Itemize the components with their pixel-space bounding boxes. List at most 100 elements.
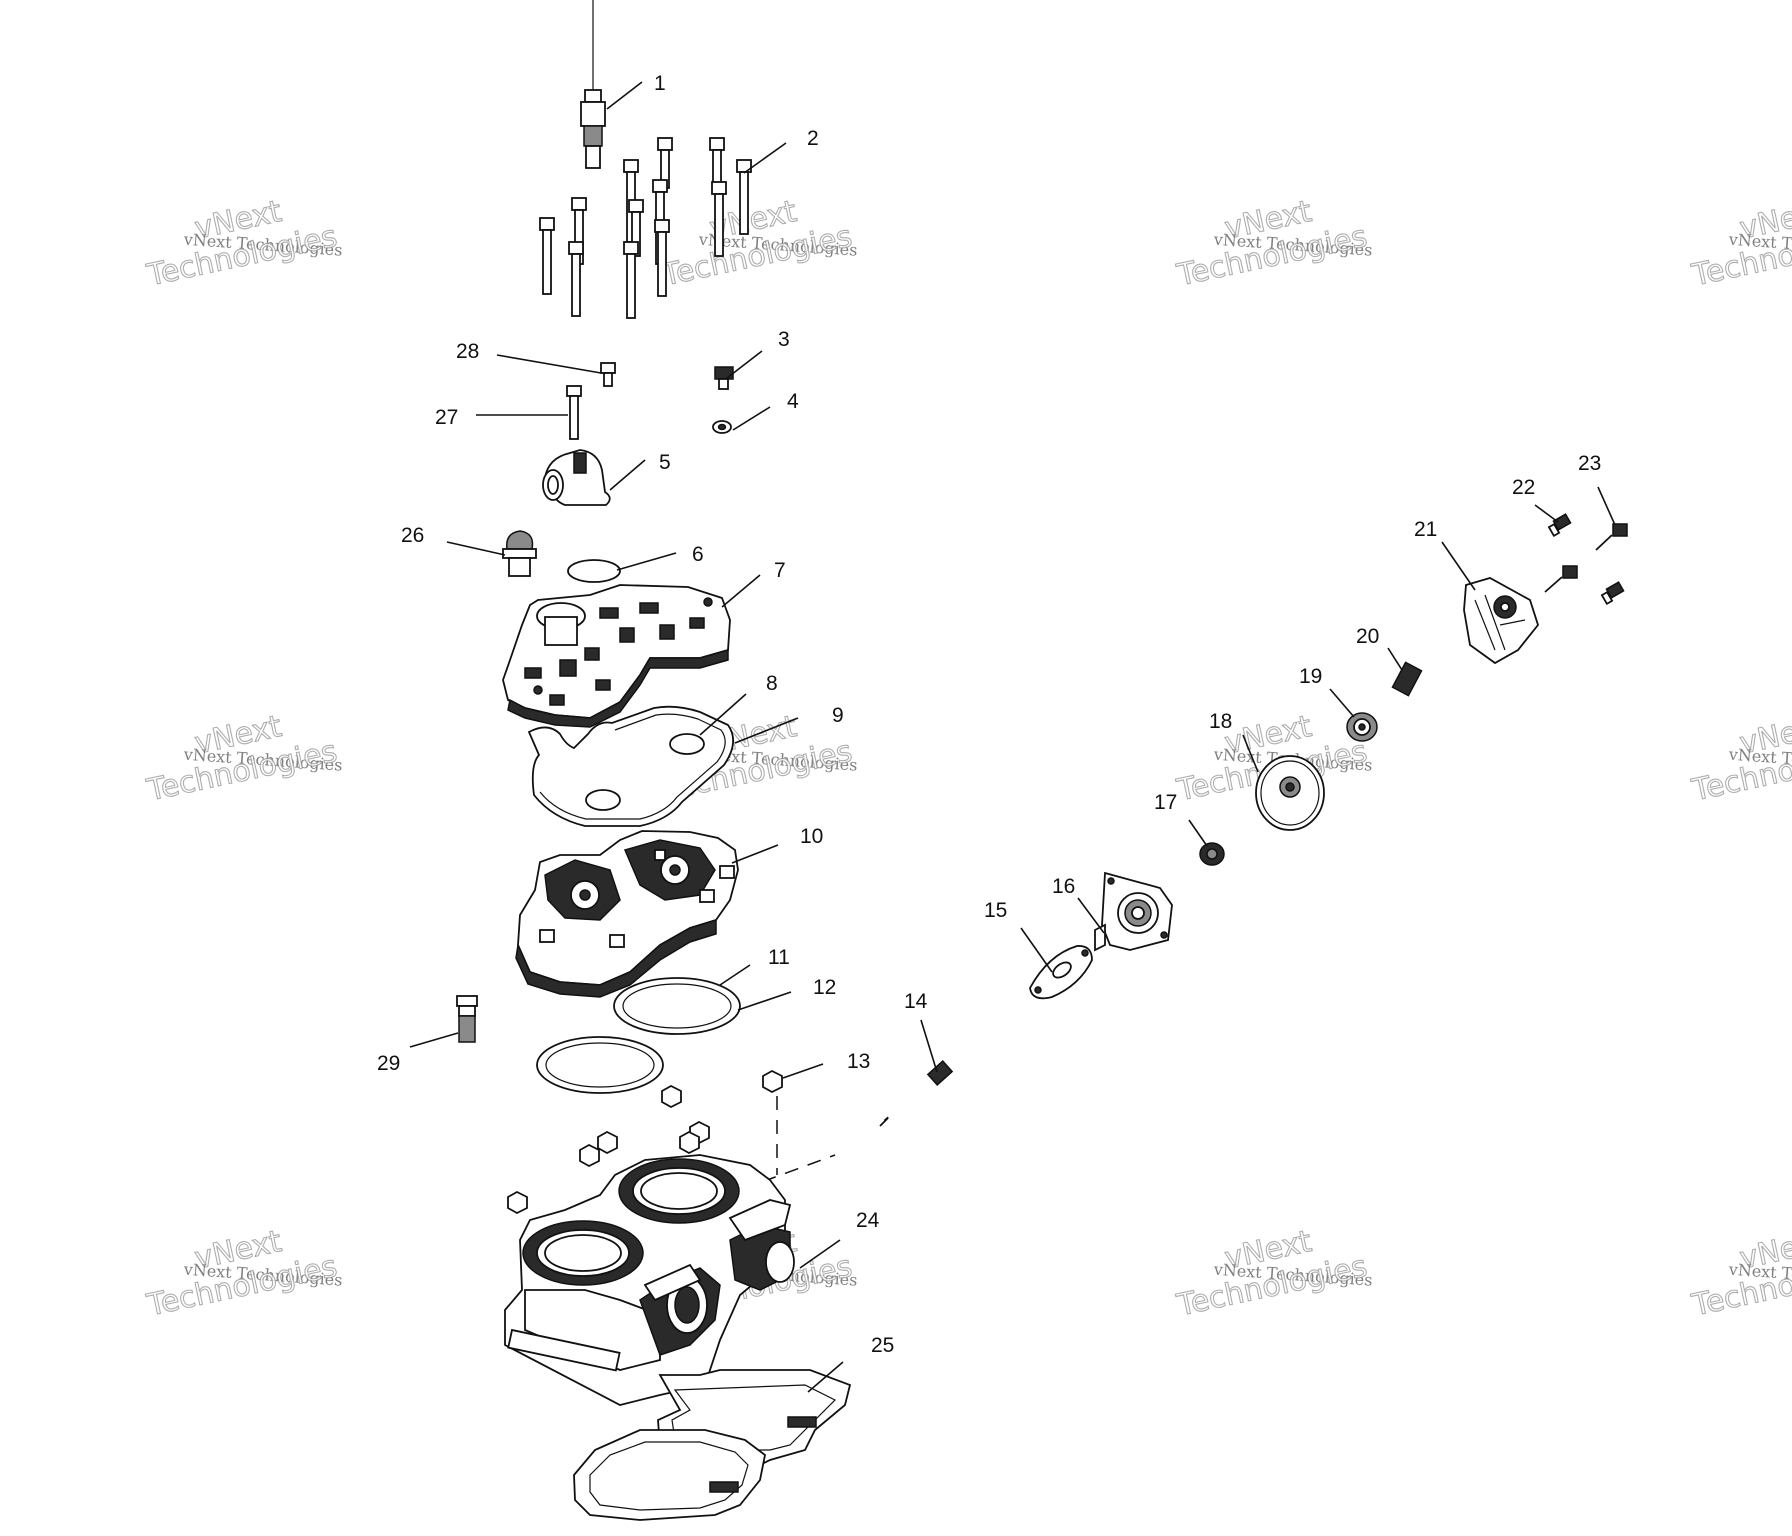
callout-5: 5	[659, 451, 671, 474]
callout-15: 15	[984, 899, 1007, 922]
watermark: vNext vNext Technologies Technologies	[1173, 1223, 1373, 1324]
leader-3	[726, 350, 763, 379]
callout-22: 22	[1512, 476, 1535, 499]
callout-28: 28	[456, 340, 479, 363]
nut	[579, 1143, 600, 1168]
leader-26	[446, 541, 506, 556]
bolt	[736, 159, 752, 235]
part-19-impeller	[1346, 712, 1378, 742]
bolt	[711, 181, 727, 257]
watermark: vNext vNext Technologies Technologies	[1173, 193, 1373, 294]
part-2-head-bolts	[539, 137, 752, 319]
leader-12	[737, 991, 792, 1011]
leader-23	[1597, 486, 1616, 526]
leader-16	[1077, 897, 1105, 934]
leader-19	[1329, 688, 1355, 718]
part-22-screws	[1547, 513, 1625, 606]
part-6-o-ring	[567, 559, 621, 583]
callout-labels: 1 2 3 4 5 6 7 8 9 10 11 12 13 14 15 16 1…	[377, 72, 1601, 1357]
leader-6	[616, 552, 677, 571]
watermark: vNext vNext Technologies Technologies	[1688, 193, 1792, 294]
part-16-pump-housing	[1094, 871, 1173, 952]
leader-14	[920, 1019, 938, 1073]
part-26-thermostat	[502, 530, 537, 577]
callout-27: 27	[435, 406, 458, 429]
bolt	[568, 241, 584, 317]
callout-8: 8	[766, 672, 778, 695]
callout-17: 17	[1154, 791, 1177, 814]
part-21-pump-cover	[1463, 577, 1540, 665]
bolt	[654, 219, 670, 297]
callout-11: 11	[768, 946, 790, 969]
callout-6: 6	[692, 543, 704, 566]
callout-16: 16	[1052, 875, 1075, 898]
leader-18	[1242, 734, 1259, 773]
callout-10: 10	[800, 825, 823, 848]
part-8-o-ring-lower	[585, 789, 621, 811]
callout-2: 2	[807, 127, 819, 150]
callout-25: 25	[871, 1334, 894, 1357]
callout-1: 1	[654, 72, 666, 95]
leader-1	[606, 81, 643, 110]
watermark: vNext vNext Technologies Technologies	[143, 193, 343, 294]
part-8-o-ring	[669, 733, 705, 755]
part-27-bolt	[566, 385, 582, 440]
part-5-thermostat-housing	[542, 449, 611, 506]
callout-9: 9	[832, 704, 844, 727]
nut	[661, 1084, 682, 1109]
leader-lines	[409, 81, 1616, 1393]
callout-14: 14	[904, 990, 928, 1013]
callout-24: 24	[856, 1209, 880, 1232]
leader-4	[732, 406, 771, 431]
leader-15	[1020, 927, 1053, 973]
leader-7	[721, 574, 761, 608]
part-20-spring	[1391, 661, 1423, 697]
part-24-cylinder-block	[504, 1154, 795, 1406]
part-18-impeller-o-ring	[1255, 755, 1325, 831]
leader-25	[807, 1361, 844, 1393]
part-15-pump-gasket	[1029, 945, 1093, 1000]
part-25-base-gaskets	[573, 1369, 852, 1521]
watermark: vNext vNext Technologies Technologies	[143, 708, 343, 809]
callout-20: 20	[1356, 625, 1379, 648]
leader-10	[731, 844, 779, 864]
nut	[679, 1130, 700, 1155]
part-10-cylinder-head	[515, 830, 739, 998]
callout-13: 13	[847, 1050, 870, 1073]
leader-22	[1534, 504, 1559, 523]
leader-2	[743, 142, 787, 174]
callout-3: 3	[778, 328, 790, 351]
leader-9	[734, 717, 799, 744]
part-7-head-cover	[502, 584, 731, 728]
leader-17	[1188, 819, 1208, 847]
part-29-fitting	[456, 995, 478, 1043]
part-23-bolts	[1544, 523, 1628, 593]
leader-29	[409, 1032, 459, 1048]
watermark: vNext vNext Technologies Technologies	[143, 1223, 343, 1324]
part-3-screw	[714, 366, 734, 390]
watermark: vNext vNext Technologies Technologies	[1688, 1223, 1792, 1324]
part-13-nuts	[507, 1069, 783, 1215]
part-1-temperature-sensor	[580, 0, 606, 169]
nut	[762, 1069, 783, 1094]
bolt	[539, 217, 555, 295]
leader-28	[496, 354, 602, 374]
callout-29: 29	[377, 1052, 400, 1075]
part-14-spark-plug	[879, 1060, 954, 1127]
leader-20	[1387, 647, 1403, 671]
part-11-12-head-o-rings	[536, 977, 741, 1094]
watermark: vNext vNext Technologies Technologies	[658, 193, 858, 294]
leader-24	[799, 1239, 841, 1269]
callout-4: 4	[787, 390, 799, 413]
part-4-washer	[712, 420, 732, 434]
leader-5	[609, 459, 646, 491]
part-17-seal	[1199, 842, 1225, 866]
callout-7: 7	[774, 559, 786, 582]
leader-8	[699, 693, 747, 736]
leader-13	[782, 1063, 824, 1079]
nut	[597, 1130, 618, 1155]
watermark: vNext vNext Technologies Technologies	[1688, 708, 1792, 809]
watermarks: vNext vNext Technologies Technologies vN…	[143, 193, 1792, 1324]
leader-21	[1441, 541, 1476, 591]
